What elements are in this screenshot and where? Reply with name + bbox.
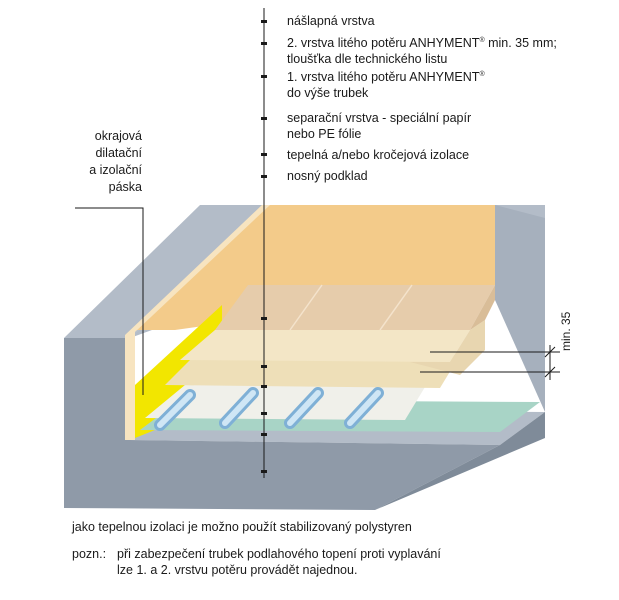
label-line: nášlapná vrstva	[287, 14, 375, 28]
screed-layer-1	[165, 355, 460, 388]
layer-tick-marks	[261, 20, 267, 473]
registered-mark: ®	[479, 70, 485, 78]
label-line-tail: min. 35 mm;	[484, 36, 557, 50]
dimension-lines	[420, 345, 560, 380]
edge-strip-leader	[75, 207, 144, 395]
label-line: páska	[108, 180, 142, 194]
note-text: při zabezpečení trubek podlahového topen…	[117, 547, 441, 561]
label-line: do výše trubek	[287, 86, 369, 100]
note-prefix: pozn.:	[72, 546, 106, 562]
tick-mark	[261, 153, 267, 156]
tile-joint	[289, 284, 323, 331]
tick-mark	[261, 20, 267, 23]
note-text: lze 1. a 2. vrstvu potěru provádět najed…	[117, 563, 358, 577]
label-line: tloušťka dle technického listu	[287, 52, 448, 66]
note-remark: při zabezpečení trubek podlahového topen…	[117, 546, 441, 578]
note-prefix-text: pozn.:	[72, 547, 107, 561]
concrete-front-face	[64, 338, 500, 510]
layer-label-insulation: tepelná a/nebo kročejová izolace	[287, 147, 469, 163]
note-text: jako tepelnou izolaci je možno použít st…	[72, 520, 412, 534]
tick-mark	[261, 385, 267, 388]
label-line: tepelná a/nebo kročejová izolace	[287, 148, 470, 162]
tick-mark	[261, 433, 267, 436]
tick-mark	[261, 317, 267, 320]
tick-mark	[261, 175, 267, 178]
tile-layer-front	[470, 285, 495, 330]
registered-mark: ®	[479, 36, 485, 44]
pipe	[284, 387, 324, 429]
heating-pipes	[154, 387, 384, 431]
edge-strip-label: okrajová dilatační a izolační páska	[64, 128, 142, 196]
tile-layer	[215, 285, 495, 330]
tick-mark	[261, 42, 267, 45]
layer-label-walking: nášlapná vrstva	[287, 13, 375, 29]
label-line: separační vrstva - speciální papír	[287, 111, 472, 125]
tick-mark	[261, 365, 267, 368]
note-polystyrene: jako tepelnou izolaci je možno použít st…	[72, 519, 412, 535]
screed-layer-2-front	[410, 320, 485, 375]
tile-joint	[379, 284, 413, 331]
layer-label-screed-2: 2. vrstva litého potěru ANHYMENT® min. 3…	[287, 35, 557, 67]
pipe	[344, 387, 384, 429]
layer-label-base: nosný podklad	[287, 168, 368, 184]
tick-mark	[261, 75, 267, 78]
screed-layer-2	[180, 330, 470, 362]
label-line: 2. vrstva litého potěru ANHYMENT	[287, 36, 480, 50]
pipe	[154, 389, 196, 431]
tick-mark	[261, 412, 267, 415]
label-line: nosný podklad	[287, 169, 368, 183]
concrete-right-wall	[495, 205, 545, 412]
layer-label-screed-1: 1. vrstva litého potěru ANHYMENT® do výš…	[287, 69, 485, 101]
concrete-base-top	[64, 205, 270, 338]
pipe	[219, 387, 259, 429]
layer-label-separation: separační vrstva - speciální papír nebo …	[287, 110, 471, 142]
label-line: 1. vrstva litého potěru ANHYMENT	[287, 70, 480, 84]
label-line: okrajová	[94, 129, 142, 143]
label-line: nebo PE fólie	[287, 127, 362, 141]
tick-mark	[261, 117, 267, 120]
tick-mark	[261, 470, 267, 473]
wall-face	[135, 205, 495, 330]
label-line: a izolační	[89, 163, 142, 177]
label-line: dilatační	[95, 146, 142, 160]
dimension-label: min. 35	[559, 311, 573, 351]
